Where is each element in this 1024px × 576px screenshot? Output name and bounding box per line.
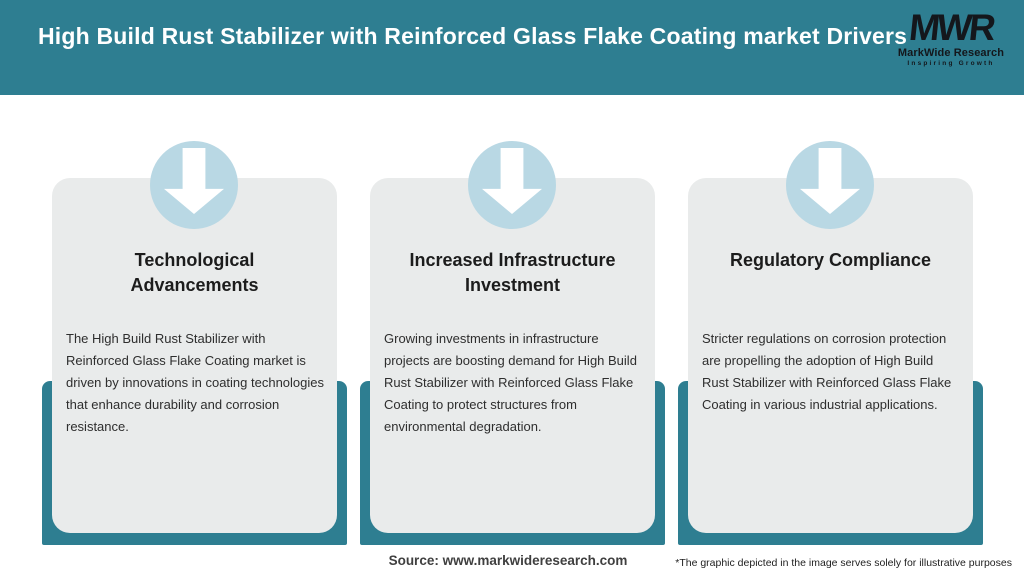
driver-card-technological-advancements: Technological Advancements The High Buil… [52, 178, 337, 533]
brand-logo: MWR MarkWide Research Inspiring Growth [892, 7, 1010, 68]
card-description: Growing investments in infrastructure pr… [384, 331, 637, 434]
source-text: Source: www.markwideresearch.com [388, 553, 628, 568]
down-arrow-icon [800, 148, 860, 214]
logo-tagline: Inspiring Growth [907, 60, 995, 67]
arrow-badge [468, 141, 556, 229]
page-title: High Build Rust Stabilizer with Reinforc… [38, 23, 908, 49]
card-title: Technological Advancements [130, 250, 259, 296]
card-description: Stricter regulations on corrosion protec… [702, 331, 952, 412]
driver-card-increased-infrastructure-investment: Increased Infrastructure Investment Grow… [370, 178, 655, 533]
driver-card-regulatory-compliance: Regulatory Compliance Stricter regulatio… [688, 178, 973, 533]
logo-mark-icon: MWR [907, 7, 995, 48]
header-bar: High Build Rust Stabilizer with Reinforc… [0, 0, 1024, 95]
card-description: The High Build Rust Stabilizer with Rein… [66, 331, 325, 434]
down-arrow-icon [482, 148, 542, 214]
disclaimer-text: *The graphic depicted in the image serve… [675, 557, 1012, 569]
card-title: Regulatory Compliance [729, 250, 932, 270]
down-arrow-icon [164, 148, 224, 214]
logo-name: MarkWide Research [897, 47, 1005, 59]
arrow-badge [150, 141, 238, 229]
arrow-badge [786, 141, 874, 229]
card-title: Increased Infrastructure Investment [409, 250, 616, 296]
